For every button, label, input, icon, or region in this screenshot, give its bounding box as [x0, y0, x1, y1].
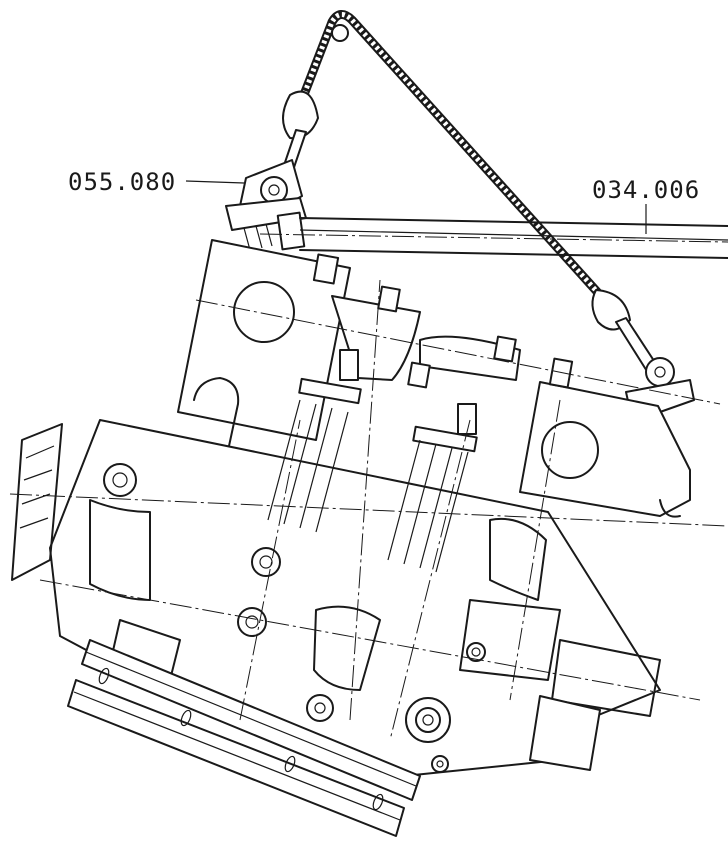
engine-foot: [529, 695, 601, 771]
centre-lines: [9, 279, 728, 741]
oil-pan-rail: [81, 639, 421, 801]
lifting-bar: [259, 217, 728, 259]
leader-line: [185, 180, 245, 184]
stud-nut: [407, 361, 431, 389]
stud-nut: [312, 253, 340, 285]
callout-label-bar: 034.006: [592, 176, 700, 204]
oil-pan-rail: [67, 679, 405, 837]
bolt-holes: [103, 463, 486, 773]
engine-block: [11, 239, 691, 837]
cable-top-thimble: [331, 24, 349, 42]
callout-055-080: 055.080: [68, 168, 245, 196]
injector-left: [298, 349, 362, 405]
left-lifting-bracket: [225, 129, 307, 251]
stud-nut: [548, 357, 574, 389]
callout-034-006: 034.006: [592, 176, 700, 234]
left-cable-eye: [282, 90, 319, 140]
stud-nut: [377, 285, 401, 313]
callout-label-bracket: 055.080: [68, 168, 176, 196]
injector-right: [412, 403, 478, 453]
stud-nut: [493, 335, 517, 363]
